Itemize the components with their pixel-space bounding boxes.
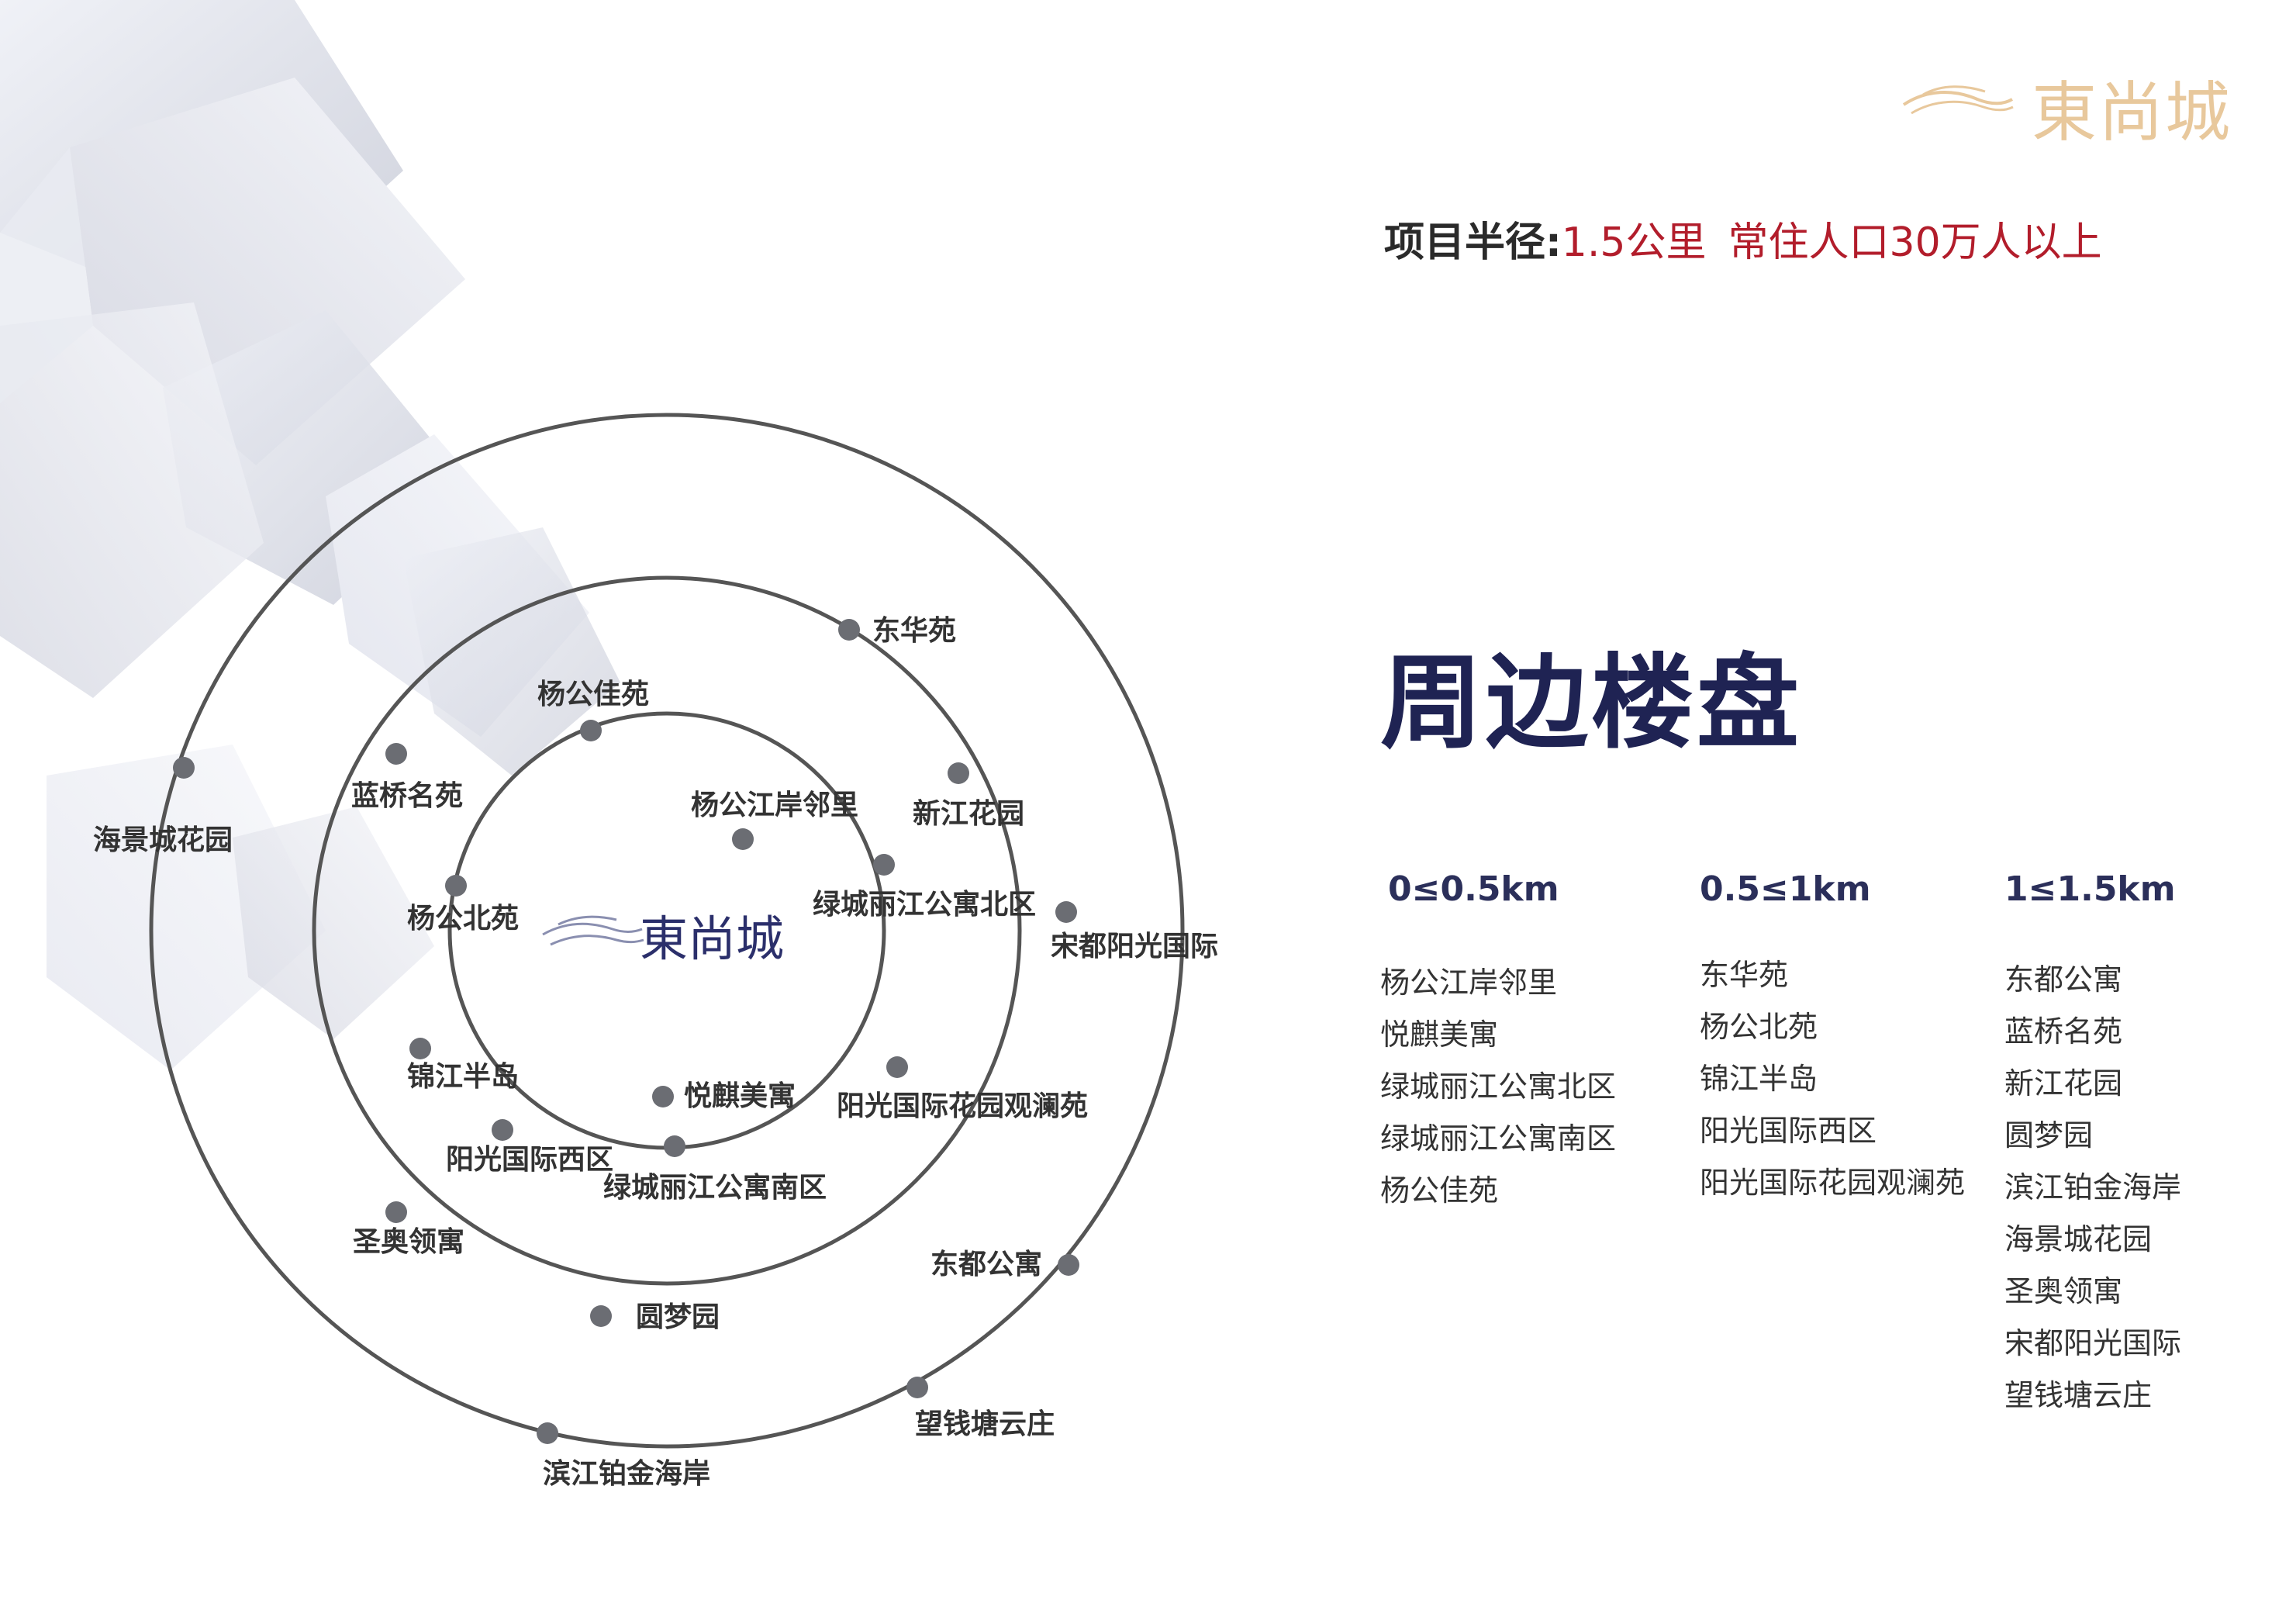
- label-lvcheng-north: 绿城丽江公寓北区: [813, 889, 1036, 921]
- column-ring-2: 1≤1.5km 东都公寓 蓝桥名苑 新江花园 圆梦园 滨江铂金海岸 海景城花园 …: [2004, 869, 2181, 1422]
- dot-lvcheng-south: [664, 1135, 685, 1157]
- labels-layer: 东华苑 杨公佳苑 蓝桥名苑 海景城花园 杨公江岸邻里 新江花园 绿城丽江公寓北区…: [93, 615, 1218, 1490]
- dots-layer: [173, 619, 1079, 1444]
- dot-haijingcheng: [173, 757, 195, 779]
- population-note: 常住人口30万人以上: [1728, 219, 2102, 266]
- list-item: 杨公江岸邻里: [1380, 966, 1558, 1000]
- label-yueqi: 悦麒美寓: [684, 1080, 796, 1112]
- label-yanggongbeiyuan: 杨公北苑: [407, 903, 519, 935]
- label-wangqiantang: 望钱塘云庄: [915, 1408, 1055, 1440]
- radius-label: 项目半径:: [1384, 219, 1562, 266]
- list-item: 圣奥领寓: [2004, 1274, 2123, 1308]
- column-heading: 0≤0.5km: [1388, 869, 1559, 909]
- dot-shengao: [385, 1201, 407, 1223]
- dot-binjiang: [537, 1422, 558, 1444]
- dot-dongdu: [1058, 1254, 1079, 1276]
- list-item: 杨公佳苑: [1380, 1173, 1499, 1208]
- property-list: 杨公江岸邻里 悦麒美寓 绿城丽江公寓北区 绿城丽江公寓南区 杨公佳苑: [1380, 957, 1616, 1217]
- column-heading: 0.5≤1km: [1700, 869, 1871, 909]
- column-ring-1: 0.5≤1km 东华苑 杨公北苑 锦江半岛 阳光国际西区 阳光国际花园观澜苑: [1700, 869, 1965, 1209]
- center-wave-line: [550, 935, 644, 946]
- dot-donghuayuan: [838, 619, 860, 641]
- radius-value: 1.5公里: [1561, 219, 1707, 266]
- column-heading: 1≤1.5km: [2004, 869, 2176, 909]
- ring-middle: [312, 575, 1022, 1286]
- list-item: 东华苑: [1700, 958, 1789, 992]
- dot-xinjiang: [948, 762, 969, 784]
- ring-outer: [149, 413, 1185, 1449]
- dot-yanggongbeiyuan: [445, 875, 467, 897]
- label-xinjiang: 新江花园: [913, 798, 1024, 830]
- dot-lanqiaomingyuan: [385, 743, 407, 765]
- list-item: 望钱塘云庄: [2004, 1378, 2153, 1412]
- list-item: 悦麒美寓: [1380, 1018, 1499, 1052]
- label-yuanmeng: 圆梦园: [636, 1301, 720, 1333]
- property-list: 东都公寓 蓝桥名苑 新江花园 圆梦园 滨江铂金海岸 海景城花园 圣奥领寓 宋都阳…: [2004, 954, 2181, 1422]
- list-item: 海景城花园: [2004, 1222, 2153, 1256]
- list-item: 新江花园: [2004, 1066, 2123, 1101]
- dot-jinjiang: [409, 1038, 431, 1059]
- list-item: 滨江铂金海岸: [2004, 1170, 2182, 1204]
- center-wave-icon: [542, 922, 643, 936]
- dot-songdu: [1055, 901, 1077, 923]
- dot-yangguang-west: [492, 1119, 513, 1141]
- list-item: 绿城丽江公寓南区: [1380, 1121, 1617, 1156]
- center-logo: 東尚城: [542, 910, 784, 967]
- list-item: 东都公寓: [2004, 962, 2123, 997]
- brand-logo: 東尚城: [2032, 74, 2232, 150]
- list-item: 宋都阳光国际: [2004, 1326, 2182, 1360]
- label-jiangan: 杨公江岸邻里: [691, 790, 858, 821]
- property-list: 东华苑 杨公北苑 锦江半岛 阳光国际西区 阳光国际花园观澜苑: [1700, 949, 1965, 1209]
- list-item: 蓝桥名苑: [2004, 1014, 2123, 1049]
- decorative-background: [0, 0, 620, 1070]
- column-ring-0: 0≤0.5km 杨公江岸邻里 悦麒美寓 绿城丽江公寓北区 绿城丽江公寓南区 杨公…: [1380, 869, 1616, 1217]
- dot-wangqiantang: [906, 1377, 928, 1398]
- label-donghuayuan: 东华苑: [872, 615, 956, 647]
- label-yangguang-west: 阳光国际西区: [446, 1144, 613, 1176]
- project-radius-headline: 项目半径:1.5公里常住人口30万人以上: [1384, 209, 2102, 268]
- logo-wave-icon: [1902, 85, 2014, 115]
- label-songdu: 宋都阳光国际: [1051, 931, 1218, 962]
- dot-yueqi: [652, 1086, 674, 1107]
- label-guanlan: 阳光国际花园观澜苑: [837, 1090, 1088, 1122]
- label-yanggongjiayuan: 杨公佳苑: [537, 679, 649, 710]
- label-binjiang: 滨江铂金海岸: [543, 1457, 710, 1490]
- list-item: 阳光国际花园观澜苑: [1700, 1166, 1966, 1200]
- rings: [149, 413, 1185, 1449]
- list-item: 阳光国际西区: [1700, 1114, 1877, 1148]
- ring-diagram: 東尚城 东华苑 杨公佳苑 蓝桥名苑 海景城花园 杨公江岸邻里 新江花园 绿城丽江…: [93, 413, 1218, 1490]
- label-jinjiang: 锦江半岛: [407, 1061, 519, 1093]
- list-item: 杨公北苑: [1700, 1010, 1818, 1044]
- label-lvcheng-south: 绿城丽江公寓南区: [603, 1172, 827, 1204]
- dot-yanggongjiayuan: [580, 720, 602, 741]
- label-shengao: 圣奥领寓: [353, 1226, 464, 1258]
- center-brand-text: 東尚城: [640, 910, 784, 967]
- label-dongdu: 东都公寓: [930, 1249, 1042, 1280]
- dot-lvcheng-north: [873, 854, 895, 876]
- section-title: 周边楼盘: [1380, 644, 1802, 763]
- dot-guanlan: [886, 1056, 908, 1078]
- list-item: 圆梦园: [2004, 1118, 2094, 1152]
- dot-yuanmeng: [590, 1305, 612, 1327]
- list-item: 绿城丽江公寓北区: [1380, 1069, 1617, 1104]
- center-wave-line: [558, 915, 617, 926]
- label-haijingcheng: 海景城花园: [93, 824, 233, 856]
- dot-jiangan: [732, 828, 754, 850]
- label-lanqiaomingyuan: 蓝桥名苑: [351, 780, 463, 812]
- list-item: 锦江半岛: [1700, 1062, 1818, 1096]
